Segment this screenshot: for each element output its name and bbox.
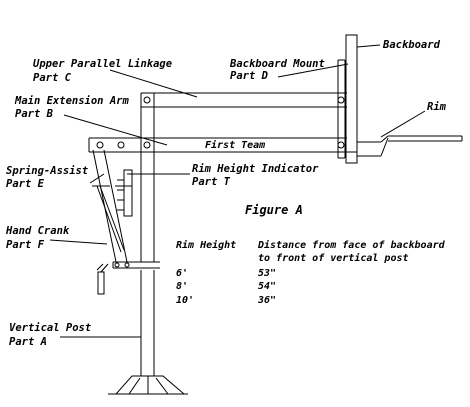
table-row-distance: 53" bbox=[258, 268, 277, 279]
backboard-mount-label: Backboard Mount bbox=[230, 58, 325, 70]
post-mast bbox=[140, 92, 155, 262]
table-row-height: 6' bbox=[176, 268, 189, 279]
table-row-height: 8' bbox=[176, 281, 189, 292]
backboard bbox=[345, 34, 358, 164]
table-header-distance-cont: to front of vertical post bbox=[258, 253, 409, 264]
rim-indicator-label: Rim Height Indicator bbox=[192, 163, 319, 175]
backboard-label: Backboard bbox=[383, 39, 440, 51]
backboard-mount bbox=[337, 59, 357, 159]
rim-height-indicator bbox=[117, 169, 133, 217]
main-extension-arm bbox=[88, 137, 347, 153]
rim-label: Rim bbox=[427, 101, 446, 113]
spring-assist-label: Spring-Assist bbox=[6, 165, 89, 177]
rim bbox=[357, 135, 463, 157]
spring-assist bbox=[92, 149, 132, 263]
table-header-distance: Distance from face of backboard bbox=[258, 240, 445, 251]
upper-linkage bbox=[141, 92, 347, 108]
upper-linkage-label: Upper Parallel Linkage bbox=[33, 58, 173, 70]
backboard-mount-part-label: Part D bbox=[230, 70, 268, 82]
spring-assist-part-label: Part E bbox=[6, 178, 44, 190]
table-header-rim-height: Rim Height bbox=[176, 240, 237, 251]
upper-linkage-part-label: Part C bbox=[33, 72, 71, 84]
hand-crank-part-label: Part F bbox=[6, 239, 44, 251]
figure-label: Figure A bbox=[245, 203, 303, 217]
hand-crank-label: Hand Crank bbox=[6, 225, 70, 237]
table-row-distance: 36" bbox=[258, 295, 277, 306]
main-arm-part-label: Part B bbox=[15, 108, 53, 120]
carriage-bracket bbox=[112, 261, 160, 269]
table-row-distance: 54" bbox=[258, 281, 277, 292]
rim-indicator-part-label: Part T bbox=[192, 176, 230, 188]
main-arm-label: Main Extension Arm bbox=[15, 95, 129, 107]
vertical-post bbox=[108, 270, 188, 395]
vertical-post-part-label: Part A bbox=[9, 336, 47, 348]
vertical-post-label: Vertical Post bbox=[9, 322, 92, 334]
leader-lines bbox=[49, 44, 426, 338]
table-row-height: 10' bbox=[176, 295, 195, 306]
arm-brand-text: First Team bbox=[205, 140, 266, 151]
hand-crank bbox=[96, 263, 109, 295]
